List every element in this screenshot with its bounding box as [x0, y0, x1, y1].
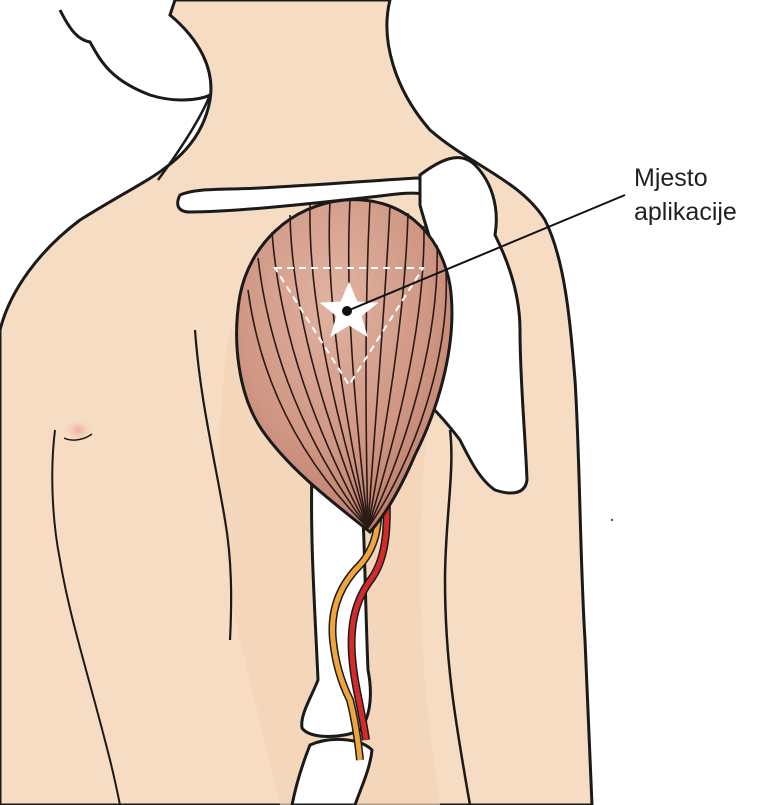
label-line-2: aplikacije	[634, 198, 737, 226]
label-line-1: Mjesto	[634, 164, 708, 192]
speck	[611, 519, 613, 521]
